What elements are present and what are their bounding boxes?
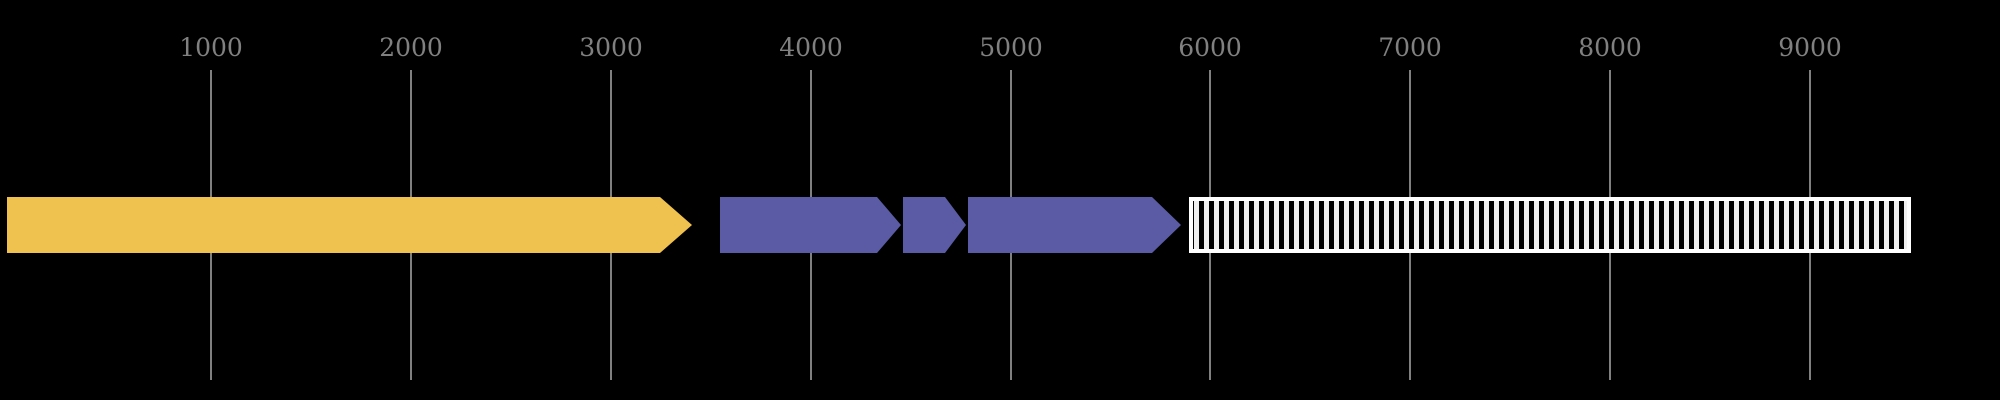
axis-tick-label: 3000 xyxy=(579,33,643,62)
axis-tick-label: 9000 xyxy=(1778,33,1842,62)
axis-tick-label: 8000 xyxy=(1578,33,1642,62)
axis-tick-label: 1000 xyxy=(179,33,243,62)
genome-feature-arrow[interactable] xyxy=(903,197,966,253)
axis-tick-label: 4000 xyxy=(779,33,843,62)
genome-feature-arrow[interactable] xyxy=(7,197,692,253)
genome-feature-arrow[interactable] xyxy=(720,197,901,253)
axis-tick-label: 2000 xyxy=(379,33,443,62)
axis-tick-label: 5000 xyxy=(979,33,1043,62)
axis-tick-label: 6000 xyxy=(1178,33,1242,62)
axis-tick-label: 7000 xyxy=(1378,33,1442,62)
genome-feature-striped-box[interactable] xyxy=(1189,197,1911,253)
genome-feature-arrow[interactable] xyxy=(968,197,1181,253)
